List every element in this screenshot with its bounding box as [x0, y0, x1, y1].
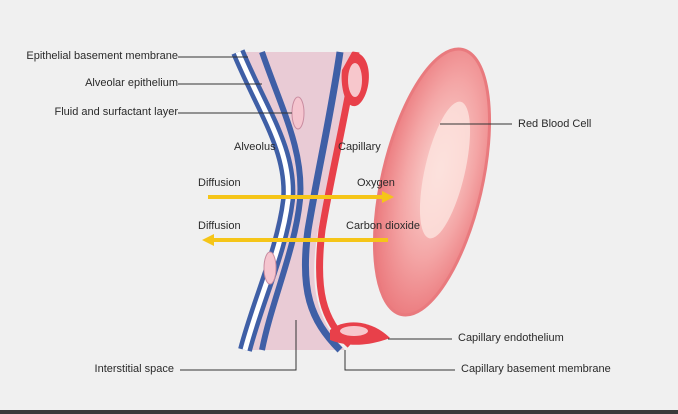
bottom-border: [0, 410, 678, 414]
label-oxygen: Oxygen: [357, 177, 395, 189]
label-red-blood-cell: Red Blood Cell: [518, 118, 592, 130]
capillary-endothelium-line: [315, 51, 360, 348]
endothelial-nucleus-bottom-inner: [340, 326, 368, 336]
endothelial-nucleus-top-inner: [348, 63, 362, 97]
red-blood-cell-highlight: [419, 101, 471, 239]
capillary-basement-membrane-line: [301, 51, 344, 353]
label-capillary: Capillary: [338, 141, 381, 153]
label-fluid-surfactant-layer: Fluid and surfactant layer: [54, 106, 178, 118]
label-diffusion-oxygen: Diffusion: [198, 177, 241, 189]
label-diffusion-co2: Diffusion: [198, 220, 241, 232]
label-carbon-dioxide: Carbon dioxide: [346, 220, 420, 232]
label-alveolus: Alveolus: [234, 141, 276, 153]
label-capillary-basement-membrane: Capillary basement membrane: [461, 363, 611, 375]
label-epithelial-basement-membrane: Epithelial basement membrane: [26, 50, 178, 62]
carbon-dioxide-diffusion-arrow: [202, 234, 388, 246]
epithelial-basement-membrane-line: [259, 51, 304, 351]
alveolar-epithelium-core: [235, 51, 291, 351]
label-capillary-endothelium: Capillary endothelium: [458, 332, 564, 344]
label-interstitial-space: Interstitial space: [94, 363, 174, 375]
alveolar-nucleus-lower: [263, 251, 277, 285]
oxygen-diffusion-arrow: [208, 191, 394, 203]
label-alveolar-epithelium: Alveolar epithelium: [85, 77, 178, 89]
leader-lines: [178, 56, 512, 371]
alveolar-nucleus-upper: [291, 96, 305, 130]
